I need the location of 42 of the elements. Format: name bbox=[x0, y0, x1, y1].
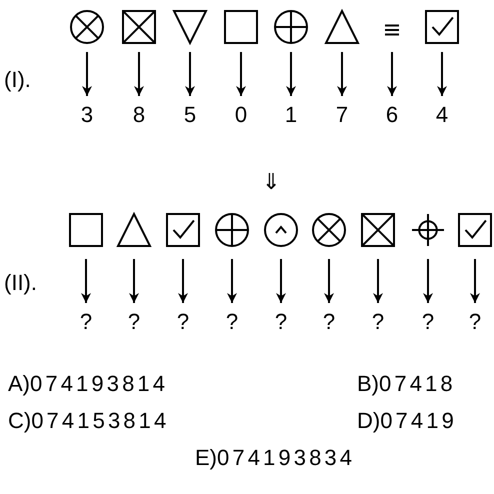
code-digit: 6 bbox=[379, 100, 405, 130]
answer-option: A)0 7 4 1 9 3 8 1 4 bbox=[8, 370, 166, 398]
arrow bbox=[337, 52, 347, 96]
arrow bbox=[423, 259, 433, 303]
arrow bbox=[134, 52, 144, 96]
answer-option: E)0 7 4 1 9 3 8 3 4 bbox=[195, 444, 352, 472]
arrow bbox=[373, 259, 383, 303]
answer-option: C)0 7 4 1 5 3 8 1 4 bbox=[8, 407, 166, 435]
arrow bbox=[276, 259, 286, 303]
unknown-digit: ? bbox=[462, 307, 488, 337]
arrow bbox=[286, 52, 296, 96]
unknown-digit: ? bbox=[121, 307, 147, 337]
arrow bbox=[82, 52, 92, 96]
unknown-digit: ? bbox=[219, 307, 245, 337]
arrow bbox=[470, 259, 480, 303]
answer-option: D)0 7 4 1 9 bbox=[357, 407, 454, 435]
answer-option: B)0 7 4 1 8 bbox=[357, 370, 453, 398]
row-label: (II). bbox=[4, 269, 37, 297]
unknown-digit: ? bbox=[365, 307, 391, 337]
arrow bbox=[129, 259, 139, 303]
arrow bbox=[227, 259, 237, 303]
unknown-digit: ? bbox=[415, 307, 441, 337]
code-digit: 0 bbox=[228, 100, 254, 130]
code-digit: 1 bbox=[278, 100, 304, 130]
code-digit: 7 bbox=[329, 100, 355, 130]
code-digit: 3 bbox=[74, 100, 100, 130]
arrow bbox=[178, 259, 188, 303]
code-digit: 4 bbox=[429, 100, 455, 130]
double-down-arrow: ⇓ bbox=[262, 168, 280, 196]
row-label: (I). bbox=[4, 66, 31, 94]
code-digit: 5 bbox=[177, 100, 203, 130]
unknown-digit: ? bbox=[268, 307, 294, 337]
unknown-digit: ? bbox=[170, 307, 196, 337]
arrow bbox=[324, 259, 334, 303]
unknown-digit: ? bbox=[316, 307, 342, 337]
arrow bbox=[185, 52, 195, 96]
arrow bbox=[81, 259, 91, 303]
arrow bbox=[437, 52, 447, 96]
unknown-digit: ? bbox=[73, 307, 99, 337]
code-digit: 8 bbox=[126, 100, 152, 130]
arrow bbox=[387, 52, 397, 96]
arrow bbox=[236, 52, 246, 96]
